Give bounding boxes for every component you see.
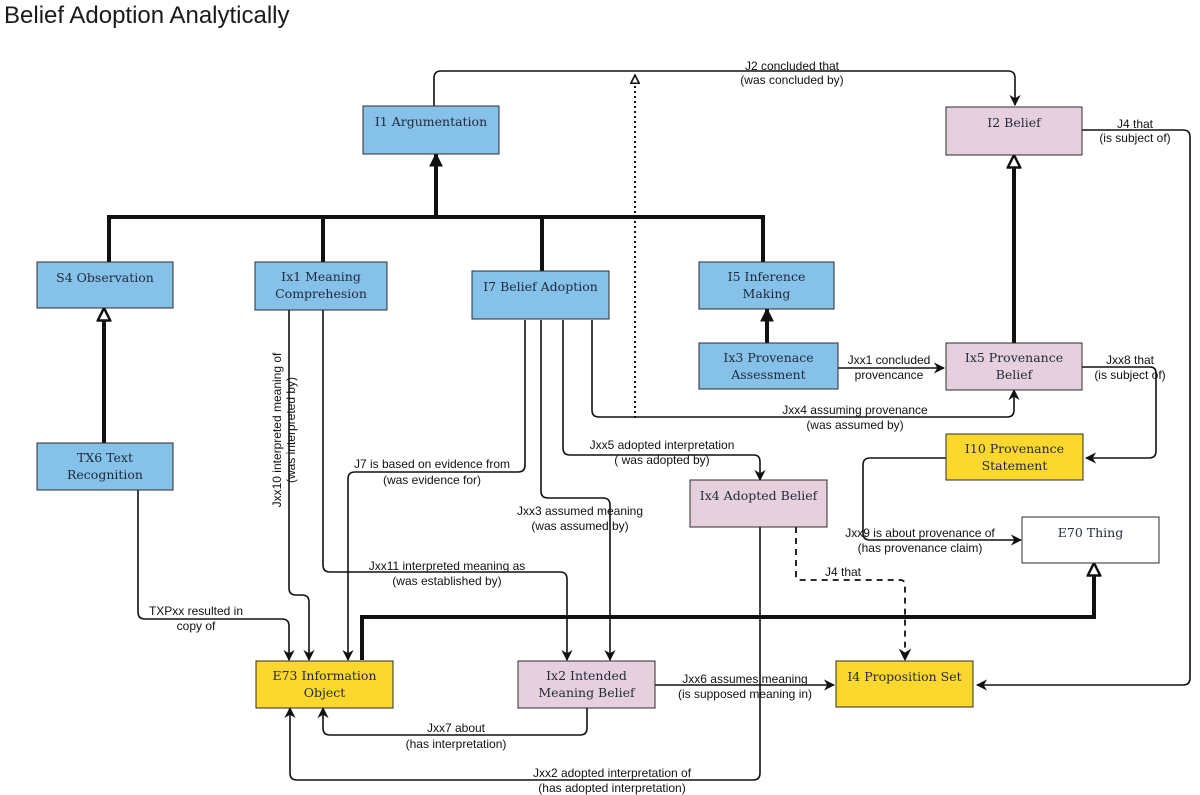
edge-e73-to-e70 — [360, 575, 1096, 660]
node-box — [945, 433, 1084, 481]
edge-tree-bus — [107, 215, 765, 262]
node-ix4[interactable]: Ix4 Adopted Belief — [689, 479, 828, 528]
label-jxx2: Jxx2 adopted interpretation of(has adopt… — [533, 766, 692, 795]
label-jxx8: Jxx8 that(is subject of) — [1094, 353, 1165, 382]
edge-jxx7 — [317, 706, 588, 736]
node-box — [254, 261, 388, 311]
edge-txpxx — [137, 490, 295, 662]
node-box — [362, 105, 500, 155]
node-box — [471, 270, 610, 320]
edge-jxx9 — [862, 457, 1023, 546]
edge-j7 — [342, 320, 526, 662]
node-box — [36, 261, 174, 309]
node-e70[interactable]: E70 Thing — [1021, 516, 1160, 564]
node-i7[interactable]: I7 Belief Adoption — [471, 270, 610, 320]
node-s4[interactable]: S4 Observation — [36, 261, 174, 309]
node-box — [698, 261, 835, 310]
label-j4-i2: J4 that(is subject of) — [1099, 117, 1170, 145]
edge-jxx4 — [591, 320, 1020, 418]
label-jxx10: Jxx10 interpreted meaning of(was interpr… — [270, 352, 298, 507]
label-j7: J7 is based on evidence from(was evidenc… — [354, 457, 510, 487]
node-box — [698, 342, 839, 390]
label-jxx6: Jxx6 assumes meaning(is supposed meaning… — [678, 672, 812, 701]
edge-jxx8 — [1082, 366, 1157, 464]
node-label: I2 Belief — [987, 115, 1042, 130]
node-label: I7 Belief Adoption — [483, 279, 598, 294]
node-box — [36, 442, 174, 491]
label-jxx11: Jxx11 interpreted meaning as(was establi… — [369, 559, 526, 588]
node-box — [945, 106, 1083, 156]
node-label: I1 Argumentation — [375, 114, 487, 129]
node-label: I4 Proposition Set — [847, 669, 961, 684]
node-i4[interactable]: I4 Proposition Set — [835, 660, 974, 708]
edge-jxx2 — [284, 527, 761, 781]
edge-j4-i2-i4 — [975, 129, 1191, 691]
label-jxx9: Jxx9 is about provenance of(has provenan… — [845, 526, 995, 555]
node-box — [689, 479, 828, 528]
node-label: E70 Thing — [1058, 525, 1123, 540]
label-jxx3: Jxx3 assumed meaning(was assumed by) — [517, 504, 643, 533]
edge-jxx3 — [540, 320, 616, 662]
node-i2[interactable]: I2 Belief — [945, 106, 1083, 156]
edge-j2 — [433, 70, 1021, 107]
diagram-title: Belief Adoption Analytically — [4, 2, 290, 29]
label-jxx5: Jxx5 adopted interpretation( was adopted… — [590, 438, 735, 467]
node-box — [1021, 516, 1160, 564]
node-label: Ix4 Adopted Belief — [700, 488, 819, 503]
node-box — [517, 660, 656, 709]
label-j2: J2 concluded that(was concluded by) — [740, 59, 843, 87]
edge-jxx11 — [322, 310, 573, 662]
node-label: S4 Observation — [56, 270, 154, 285]
edge-jxx10 — [288, 310, 315, 662]
node-box — [255, 660, 394, 709]
node-i1[interactable]: I1 Argumentation — [362, 105, 500, 155]
edge-jxx5 — [562, 320, 766, 482]
label-jxx7: Jxx7 about(has interpretation) — [406, 721, 507, 751]
label-j4-ix4: J4 that — [825, 565, 862, 579]
node-box — [835, 660, 974, 708]
label-jxx4: Jxx4 assuming provenance(was assumed by) — [782, 403, 928, 432]
node-box — [945, 342, 1083, 391]
